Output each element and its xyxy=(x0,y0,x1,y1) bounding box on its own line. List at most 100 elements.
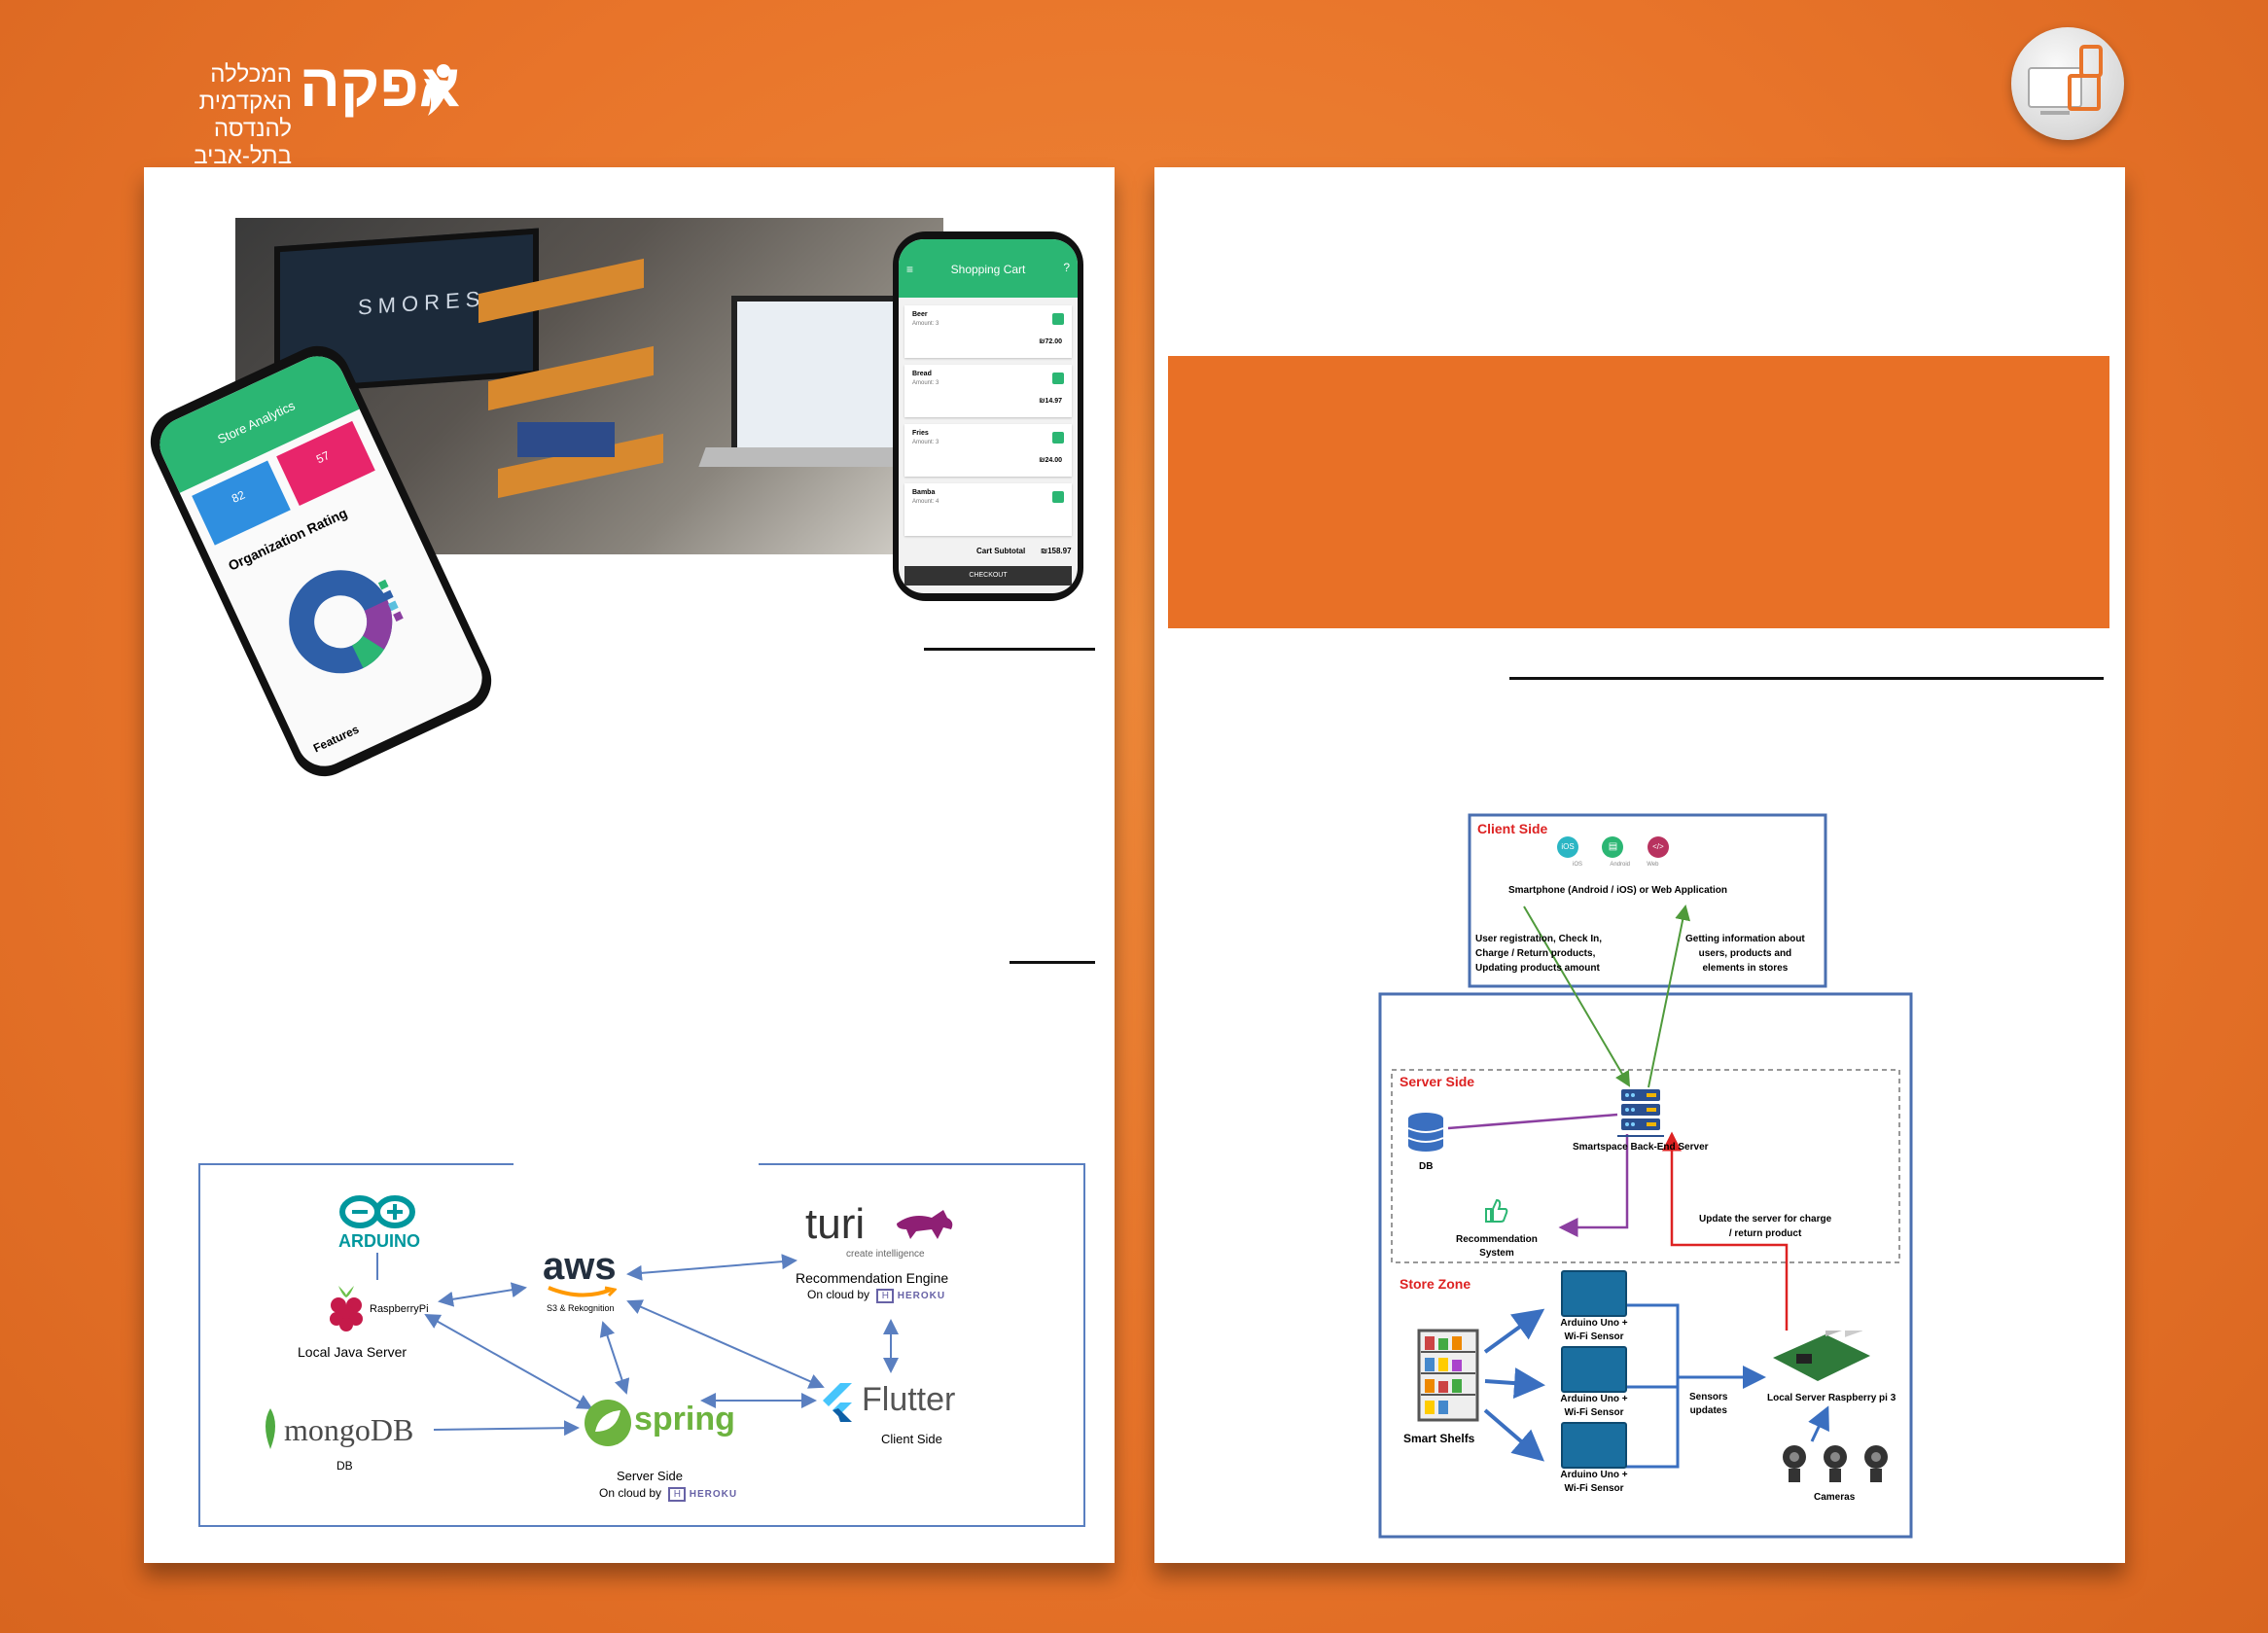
server-side-title: Server Side xyxy=(1400,1074,1475,1089)
logo-mark-icon xyxy=(424,64,450,116)
update-note-line: Update the server for charge xyxy=(1699,1214,1832,1225)
text-rule-1 xyxy=(924,648,1095,651)
arduino-logo-icon xyxy=(339,1195,415,1228)
cart-item-price: ₪24.00 xyxy=(1039,457,1062,464)
aws-logo: aws xyxy=(543,1245,617,1288)
arduino-board-label-line: Wi-Fi Sensor xyxy=(1564,1483,1624,1494)
architecture-diagram: Client Side iOS ▤ </> iOS Android Web Sm… xyxy=(1378,813,1923,1541)
turi-logo: turi xyxy=(805,1200,866,1248)
checkout-label: CHECKOUT xyxy=(969,572,1008,579)
store-zone-title: Store Zone xyxy=(1400,1276,1471,1292)
raspberry-pi-board-icon xyxy=(1773,1331,1870,1381)
wooden-shelves xyxy=(478,258,663,500)
smart-shelfs-label: Smart Shelfs xyxy=(1403,1432,1475,1445)
remove-item-icon[interactable] xyxy=(1052,432,1064,444)
client-side-title: Client Side xyxy=(1477,821,1548,836)
web-label: Web xyxy=(1647,862,1659,868)
left-note-line: User registration, Check In, xyxy=(1475,934,1603,944)
analytics-card-1: 82 xyxy=(230,487,248,506)
flutter-logo-text: Flutter xyxy=(862,1381,956,1418)
server-icon xyxy=(1617,1089,1664,1137)
arduino-board-label-line: Arduino Uno + xyxy=(1560,1470,1628,1480)
local-rpi-label: Local Server Raspberry pi 3 xyxy=(1767,1393,1896,1403)
spring-cloud-label: On cloud by H HEROKU xyxy=(599,1486,737,1502)
raspberry-label: RaspberryPi xyxy=(370,1303,429,1315)
rec-system-line: Recommendation xyxy=(1456,1234,1538,1245)
web-icon: </> xyxy=(1647,836,1669,858)
devices-badge-icon xyxy=(2011,27,2124,140)
android-label: Android xyxy=(1610,862,1631,868)
db-label: DB xyxy=(1419,1161,1434,1172)
remove-item-icon[interactable] xyxy=(1052,373,1064,384)
spring-on-cloud-by: On cloud by xyxy=(599,1486,662,1500)
aws-smile-icon xyxy=(548,1286,617,1297)
backend-server-label: Smartspace Back-End Server xyxy=(1573,1142,1709,1153)
cart-item-amount: Amount: 3 xyxy=(912,380,939,386)
mongodb-logo: mongoDB xyxy=(284,1412,414,1447)
cart-item-name: Beer xyxy=(912,311,928,318)
platform-icons: iOS ▤ </> xyxy=(1557,836,1669,858)
arduino-board-label-line: Wi-Fi Sensor xyxy=(1564,1407,1624,1418)
sensors-line: Sensors xyxy=(1689,1392,1728,1402)
cart-item-name: Fries xyxy=(912,430,929,437)
cameras-icon xyxy=(1783,1445,1888,1482)
arduino-board-label: Arduino Uno + Wi-Fi Sensor xyxy=(1559,1393,1629,1420)
database-icon xyxy=(1407,1113,1444,1152)
arduino-board-label-line: Arduino Uno + xyxy=(1560,1394,1628,1404)
subtotal-value: ₪158.97 xyxy=(1041,547,1072,555)
left-note: User registration, Check In, Charge / Re… xyxy=(1475,932,1602,976)
mongodb-db-label: DB xyxy=(337,1459,353,1473)
arduino-board-label-line: Arduino Uno + xyxy=(1560,1318,1628,1329)
subtotal-label: Cart Subtotal xyxy=(976,547,1026,555)
smartphone-label: Smartphone (Android / iOS) or Web Applic… xyxy=(1508,885,1727,896)
right-note-line: Getting information about xyxy=(1685,934,1805,944)
cart-title: Shopping Cart xyxy=(950,263,1026,276)
features-label: Features xyxy=(310,722,362,756)
spring-logo: spring xyxy=(634,1401,735,1438)
client-side-label: Client Side xyxy=(881,1432,942,1446)
sensors-updates-label: Sensors updates xyxy=(1689,1391,1727,1418)
help-icon[interactable]: ? xyxy=(1063,261,1070,274)
flutter-logo-icon xyxy=(823,1383,852,1422)
server-side-label: Server Side xyxy=(617,1469,683,1483)
right-note-line: users, products and xyxy=(1698,948,1792,959)
tech-stack-diagram: ARDUINO RaspberryPi Local Java Server aw… xyxy=(198,1161,1085,1527)
right-note: Getting information about users, product… xyxy=(1685,932,1805,976)
ios-icon: iOS xyxy=(1557,836,1578,858)
cart-item-amount: Amount: 4 xyxy=(912,499,939,505)
rec-engine-label: Recommendation Engine xyxy=(796,1270,949,1286)
spring-heroku-label: HEROKU xyxy=(689,1489,738,1500)
arduino-board-label: Arduino Uno + Wi-Fi Sensor xyxy=(1559,1317,1629,1344)
left-note-line: Updating products amount xyxy=(1475,963,1600,974)
android-icon: ▤ xyxy=(1602,836,1624,858)
cart-item-name: Bamba xyxy=(912,489,936,496)
menu-icon[interactable]: ≡ xyxy=(906,263,914,276)
cart-item-amount: Amount: 3 xyxy=(912,321,939,327)
ios-label: iOS xyxy=(1572,862,1582,868)
smart-shelf-icon xyxy=(1417,1329,1479,1422)
analytics-phone: Store Analytics 82 57 Organization Ratin… xyxy=(139,335,503,788)
turi-cloud-label: On cloud by H HEROKU xyxy=(807,1288,945,1303)
turi-on-cloud-by: On cloud by xyxy=(807,1288,870,1301)
remove-item-icon[interactable] xyxy=(1052,313,1064,325)
turi-sub-label: create intelligence xyxy=(846,1249,925,1260)
platform-labels: iOS Android Web xyxy=(1557,862,1663,868)
college-logo: המכללה האקדמית להנדסה בתל-אביב אפקה xyxy=(136,53,467,169)
turi-cat-icon xyxy=(897,1210,953,1239)
heroku-icon: H xyxy=(668,1487,687,1502)
arduino-label: ARDUINO xyxy=(338,1231,420,1251)
arduino-board-icon xyxy=(1561,1422,1627,1469)
architecture-lines xyxy=(1378,813,1913,1539)
checkout-button[interactable]: CHECKOUT xyxy=(904,566,1072,586)
logo-line-1: המכללה האקדמית xyxy=(198,61,292,115)
update-note-line: / return product xyxy=(1728,1228,1802,1239)
analytics-card-2: 57 xyxy=(314,447,333,467)
arduino-board-label-line: Wi-Fi Sensor xyxy=(1564,1331,1624,1342)
remove-item-icon[interactable] xyxy=(1052,491,1064,503)
